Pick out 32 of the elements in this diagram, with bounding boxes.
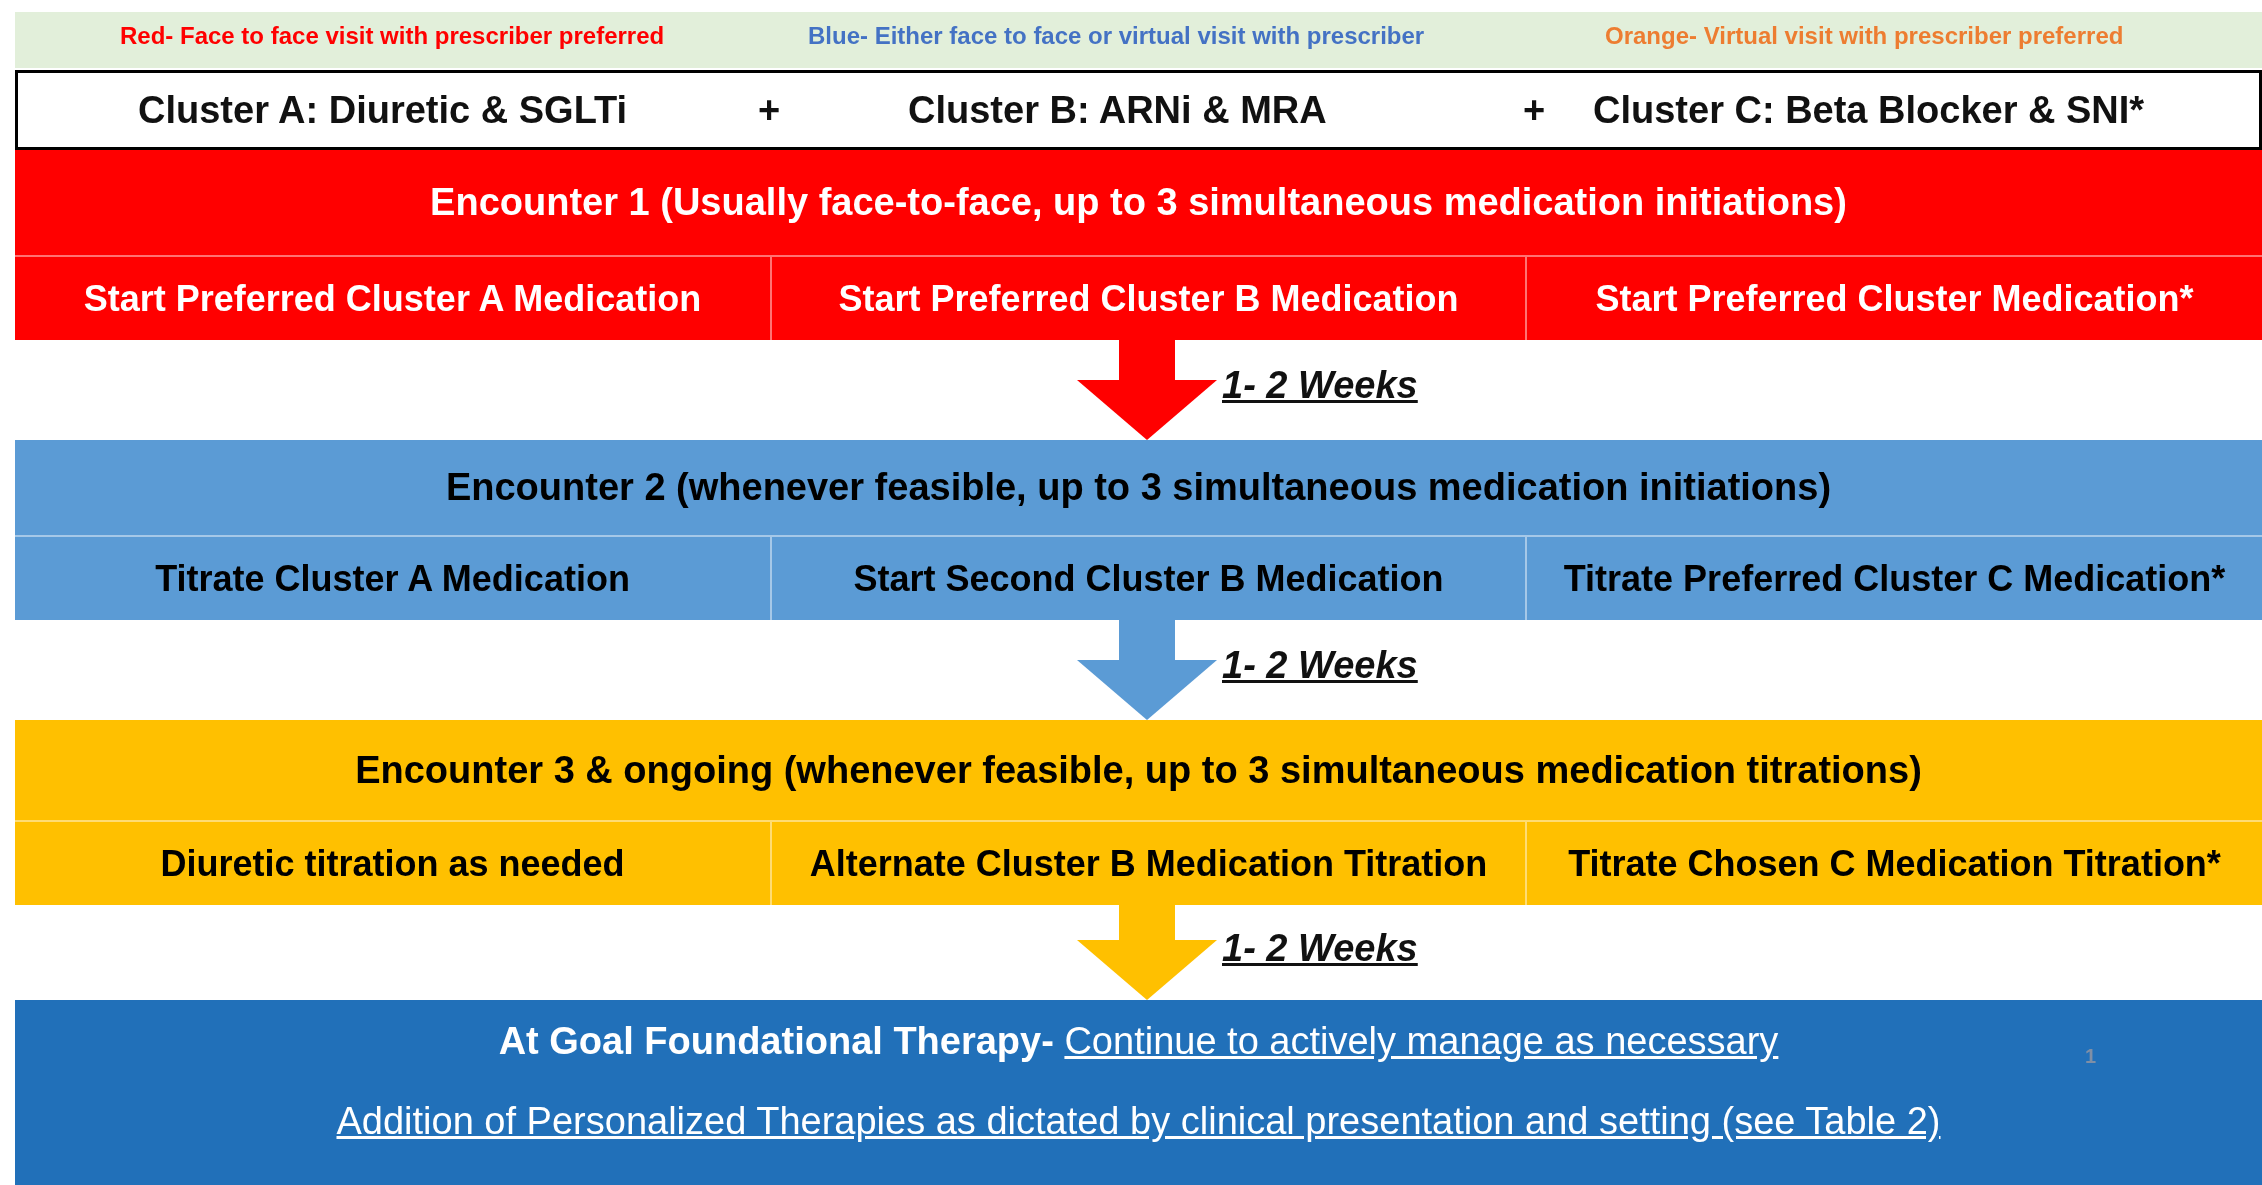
page-number: 1: [2085, 1045, 2097, 1068]
legend-text: Blue- Either face to face or virtual visit with prescriber: [808, 22, 1425, 50]
medication-cell: Titrate Preferred Cluster C Medication*: [1525, 535, 2262, 620]
medication-cell: Titrate Cluster A Medication: [15, 535, 770, 620]
down-arrow: [1077, 340, 1217, 440]
plus-sign: +: [1523, 89, 1546, 132]
cluster-title: Cluster A: Diuretic & SGLTi: [138, 89, 628, 132]
medication-cell: Diuretic titration as needed: [15, 820, 770, 905]
goal-panel: [15, 1000, 2262, 1185]
medication-cell: Alternate Cluster B Medication Titration: [770, 820, 1525, 905]
medication-cell: Titrate Chosen C Medication Titration*: [1525, 820, 2262, 905]
down-arrow: [1077, 905, 1217, 1000]
goal-note: Continue to actively manage as necessary: [1064, 1020, 1779, 1062]
encounter-heading: Encounter 3 & ongoing (whenever feasible, up to 3 simultaneous medication titrations): [355, 748, 1922, 792]
goal-heading: At Goal Foundational Therapy-: [498, 1020, 1054, 1062]
legend-text: Orange- Virtual visit with prescriber preferred: [1605, 22, 2124, 50]
encounter-heading: Encounter 2 (whenever feasible, up to 3 simultaneous medication initiations): [445, 466, 1832, 509]
medication-cell: Start Preferred Cluster B Medication: [770, 255, 1525, 340]
encounter-heading: Encounter 1 (Usually face-to-face, up to 3 simultaneous medication initiations): [430, 181, 1847, 224]
header-box: [15, 70, 2262, 150]
down-arrow: [1077, 620, 1217, 720]
goal-note: Addition of Personalized Therapies as dictated by clinical presentation and setting (see Table 2): [336, 1100, 1941, 1142]
encounter-panel: [15, 440, 2262, 620]
legend-text: Red- Face to face visit with prescriber preferred: [120, 22, 665, 50]
medication-cell: Start Preferred Cluster Medication*: [1525, 255, 2262, 340]
medication-cell: Start Second Cluster B Medication: [770, 535, 1525, 620]
encounter-panel: [15, 150, 2262, 340]
medication-cell: Start Preferred Cluster A Medication: [15, 255, 770, 340]
plus-sign: +: [758, 89, 781, 132]
cluster-title: Cluster B: ARNi & MRA: [908, 89, 1327, 132]
encounter-panel: [15, 720, 2262, 905]
cluster-title: Cluster C: Beta Blocker & SNI*: [1593, 89, 2145, 132]
